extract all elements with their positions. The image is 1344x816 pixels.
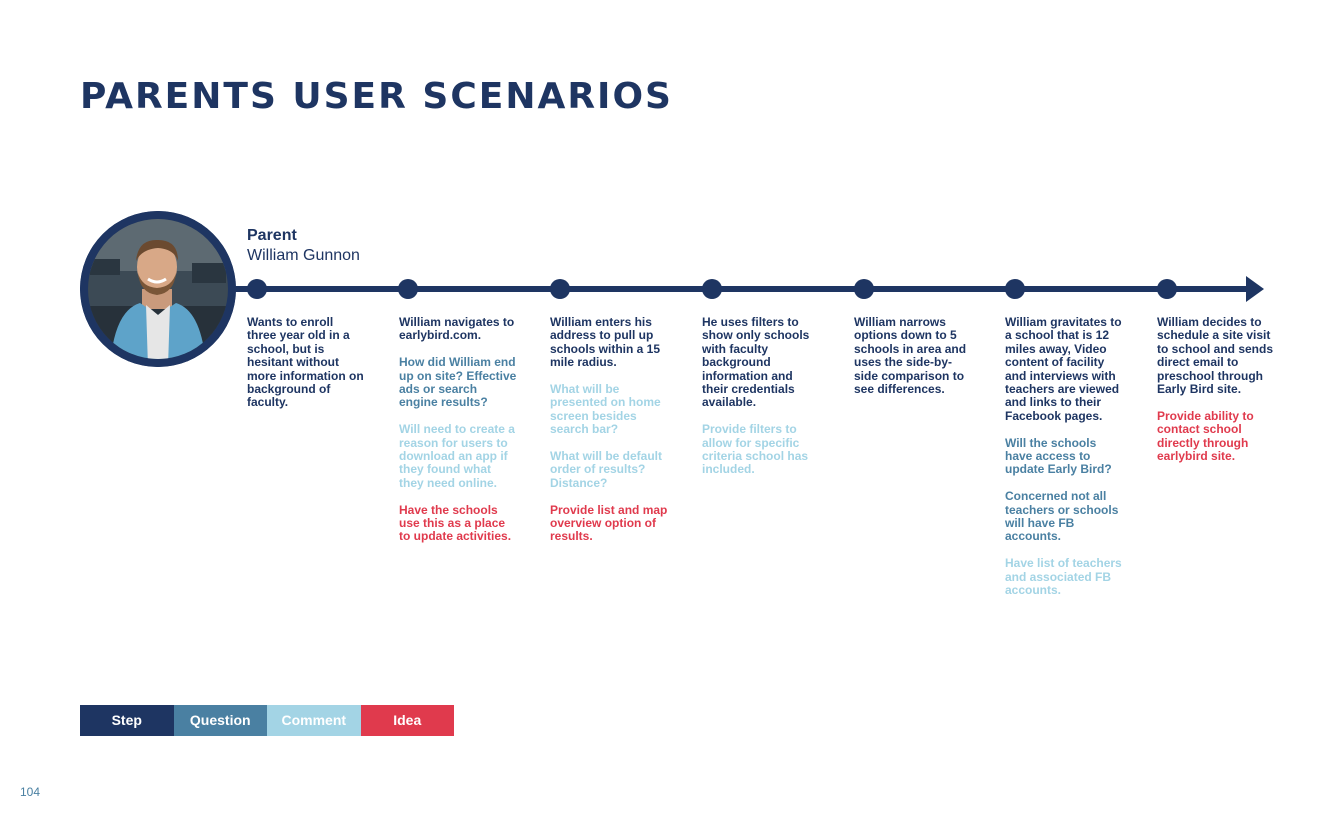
legend-question: Question — [173, 705, 267, 736]
step-text: William enters his address to pull up sc… — [550, 315, 661, 370]
step-text: William narrows options down to 5 school… — [854, 315, 967, 397]
comment-text: Will need to create a reason for users t… — [399, 422, 515, 490]
step-text: William decides to schedule a site visit… — [1157, 315, 1274, 397]
timeline-dot — [854, 279, 874, 299]
timeline-step-column: He uses filters to show only schools wit… — [702, 315, 820, 490]
timeline-arrow-icon — [1246, 276, 1264, 302]
question-text: How did William end up on site? Effectiv… — [399, 355, 517, 410]
persona-avatar — [80, 211, 236, 367]
step-text: William gravitates to a school that is 1… — [1005, 315, 1122, 423]
timeline-step-column: William enters his address to pull up sc… — [550, 315, 668, 557]
timeline-dot — [1005, 279, 1025, 299]
timeline-dot — [702, 279, 722, 299]
timeline-dot — [247, 279, 267, 299]
idea-text: Provide ability to contact school direct… — [1157, 408, 1254, 464]
legend-idea: Idea — [360, 705, 454, 736]
step-text: William navigates to earlybird.com. — [399, 315, 515, 343]
legend-step: Step — [80, 705, 174, 736]
legend: Step Question Comment Idea — [80, 705, 454, 736]
timeline-step-column: William narrows options down to 5 school… — [854, 315, 972, 410]
timeline-dot — [550, 279, 570, 299]
legend-comment: Comment — [267, 705, 361, 736]
timeline-step-column: Wants to enroll three year old in a scho… — [247, 315, 365, 423]
timeline-dot — [1157, 279, 1177, 299]
comment-text: What will be default order of results? D… — [550, 449, 663, 490]
timeline-line — [232, 286, 1250, 292]
person-photo-icon — [80, 211, 236, 367]
persona-name: William Gunnon — [247, 247, 360, 264]
comment-text: Provide filters to allow for specific cr… — [702, 422, 809, 477]
idea-text: Have the schools use this as a place to … — [399, 502, 512, 544]
timeline-step-column: William navigates to earlybird.com. How d… — [399, 315, 517, 557]
idea-text: Provide list and map overview option of … — [550, 502, 668, 544]
timeline-dot — [398, 279, 418, 299]
page-title: PARENTS USER SCENARIOS — [80, 76, 673, 117]
step-text: He uses filters to show only schools wit… — [702, 315, 810, 410]
comment-text: What will be presented on home screen be… — [550, 382, 661, 437]
question-text: Will the schools have access to update E… — [1005, 435, 1112, 477]
step-text: Wants to enroll three year old in a scho… — [247, 315, 364, 410]
page-number: 104 — [20, 785, 41, 799]
timeline-step-column: William decides to schedule a site visit… — [1157, 315, 1275, 477]
comment-text: Have list of teachers and associated FB … — [1005, 556, 1122, 598]
question-text: Concerned not all teachers or schools wi… — [1005, 489, 1119, 544]
timeline-step-column: William gravitates to a school that is 1… — [1005, 315, 1123, 611]
persona-role: Parent — [247, 227, 297, 244]
